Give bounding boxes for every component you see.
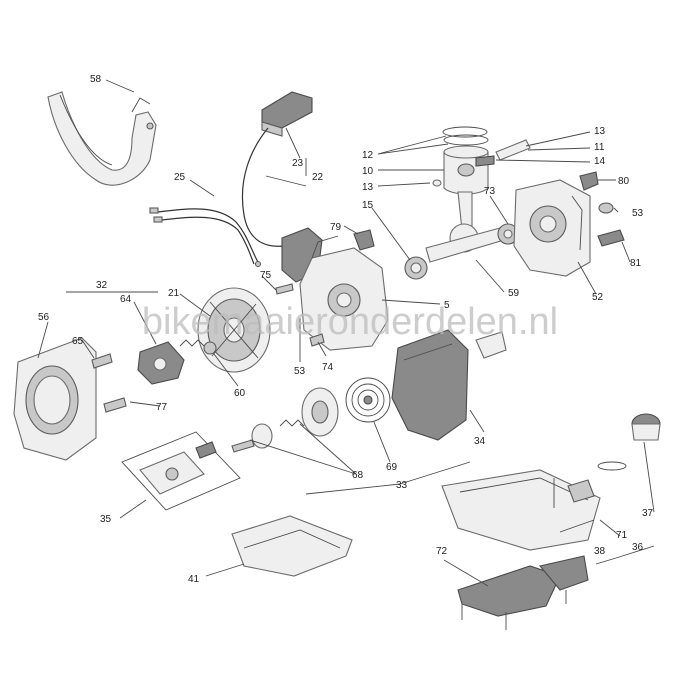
callout-23: 23 xyxy=(292,158,304,169)
part-74-bolt xyxy=(309,333,325,347)
part-64-clutch xyxy=(137,341,185,385)
callout-15: 15 xyxy=(362,200,374,211)
part-25-wiring-harness xyxy=(149,207,262,268)
part-68-starter-pulley xyxy=(231,387,339,453)
part-80-81-53-small-parts xyxy=(579,171,625,247)
callout-73: 73 xyxy=(484,186,496,197)
callout-41: 41 xyxy=(188,574,200,585)
part-21-flywheel xyxy=(197,287,271,373)
callout-71: 71 xyxy=(616,530,628,541)
callout-32: 32 xyxy=(96,280,108,291)
part-60-spring xyxy=(179,339,217,355)
callout-68: 68 xyxy=(352,470,364,481)
part-77-bolt xyxy=(103,397,127,413)
part-59-crankshaft xyxy=(404,191,519,280)
part-38-fuel-tank xyxy=(441,469,601,551)
callout-65: 65 xyxy=(72,336,84,347)
part-37-fuel-cap xyxy=(597,413,661,471)
part-58-engine-guard xyxy=(47,91,157,186)
callout-33: 33 xyxy=(396,480,408,491)
part-41-shield xyxy=(231,515,353,577)
callout-53b: 53 xyxy=(294,366,306,377)
callout-72: 72 xyxy=(436,546,448,557)
callout-11: 11 xyxy=(594,142,605,153)
callout-13a: 13 xyxy=(362,182,374,193)
callout-21: 21 xyxy=(168,288,180,299)
callout-13b: 13 xyxy=(594,126,606,137)
callout-80: 80 xyxy=(618,176,630,187)
callout-53a: 53 xyxy=(632,208,644,219)
callout-34: 34 xyxy=(474,436,486,447)
part-69-rewind-spring xyxy=(345,377,391,423)
callout-36: 36 xyxy=(632,542,644,553)
callout-77: 77 xyxy=(156,402,168,413)
callout-12: 12 xyxy=(362,150,374,161)
part-52-crankcase-half xyxy=(513,179,591,277)
callout-35: 35 xyxy=(100,514,112,525)
part-35-clutch-detail xyxy=(121,431,241,511)
callout-10: 10 xyxy=(362,166,374,177)
leader-lines xyxy=(37,79,655,587)
part-10-piston-assembly xyxy=(432,126,531,195)
callout-38: 38 xyxy=(594,546,606,557)
callout-69: 69 xyxy=(386,462,398,473)
callout-58: 58 xyxy=(90,74,102,85)
callout-81: 81 xyxy=(630,258,642,269)
part-72-tank-bracket xyxy=(457,555,589,630)
callout-37: 37 xyxy=(642,508,654,519)
part-65-bolt xyxy=(91,353,113,369)
callout-52: 52 xyxy=(592,292,604,303)
part-5-crankcase-block xyxy=(299,235,389,351)
callout-14: 14 xyxy=(594,156,606,167)
callout-79: 79 xyxy=(330,222,342,233)
part-75-bolt xyxy=(275,283,294,295)
callout-5: 5 xyxy=(444,300,450,311)
callout-64: 64 xyxy=(120,294,132,305)
callout-59: 59 xyxy=(508,288,520,299)
callout-60: 60 xyxy=(234,388,246,399)
part-56-fan-housing xyxy=(13,337,97,461)
watermark-text: bikemaaieronderdelen.nl xyxy=(142,301,558,343)
callout-labels: 58 23 22 25 12 10 13 15 13 11 14 80 73 5… xyxy=(38,74,654,585)
callout-56: 56 xyxy=(38,312,50,323)
part-79-bracket xyxy=(353,229,375,251)
callout-75: 75 xyxy=(260,270,272,281)
callout-22: 22 xyxy=(312,172,324,183)
part-34-starter-housing xyxy=(391,329,507,441)
callout-25: 25 xyxy=(174,172,186,183)
callout-74: 74 xyxy=(322,362,334,373)
